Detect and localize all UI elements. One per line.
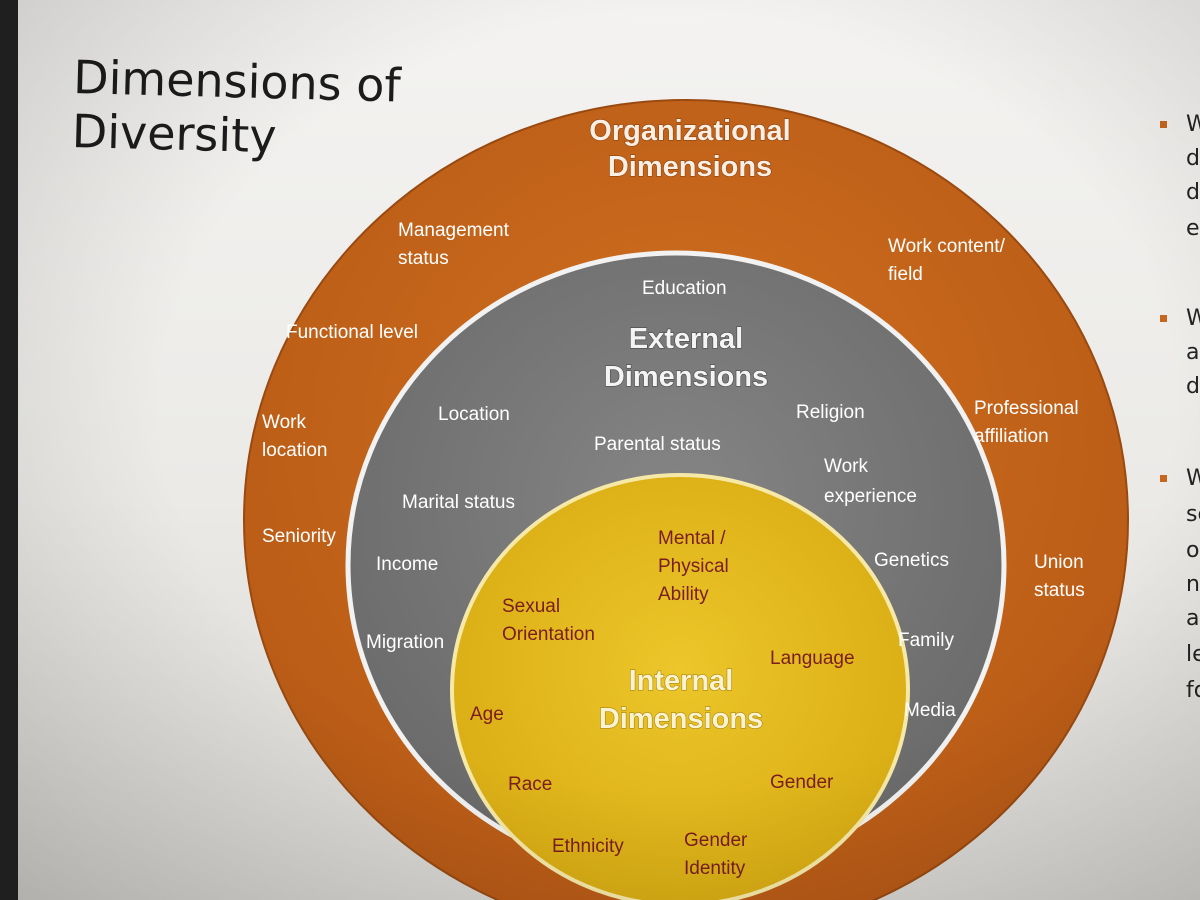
internal-item: Language xyxy=(770,648,855,669)
organizational-item: Work content/field xyxy=(888,236,1006,285)
organizational-item: Functional level xyxy=(286,322,418,343)
internal-item: Gender xyxy=(770,772,834,793)
side-bullet-text: W xyxy=(1186,112,1200,137)
side-bullet-text: ot xyxy=(1186,538,1200,563)
external-item: Parental status xyxy=(594,434,721,455)
side-bullet-text: d xyxy=(1186,180,1200,205)
side-bullet-text: W xyxy=(1186,466,1200,491)
internal-circle xyxy=(450,473,910,900)
side-bullet-text: ne xyxy=(1186,572,1200,597)
side-bullet-text: e xyxy=(1186,216,1200,241)
side-bullet-text: fo xyxy=(1186,678,1200,703)
internal-item: Age xyxy=(470,704,504,725)
organizational-item: Seniority xyxy=(262,526,336,547)
external-item: Media xyxy=(904,700,956,721)
external-item: Family xyxy=(898,630,954,651)
internal-item: Ethnicity xyxy=(552,836,624,857)
external-item: Migration xyxy=(366,632,444,653)
external-item: Education xyxy=(642,278,727,299)
side-bullet-text: sc xyxy=(1186,502,1200,527)
external-item: Income xyxy=(376,554,438,575)
external-item: Marital status xyxy=(402,492,515,513)
bullet-marker-icon xyxy=(1160,475,1167,482)
external-item: Genetics xyxy=(874,550,949,571)
side-bullet-text: lea xyxy=(1186,642,1200,667)
external-item: Location xyxy=(438,404,510,425)
bullet-marker-icon xyxy=(1160,121,1167,128)
side-bullet-text: W xyxy=(1186,306,1200,331)
side-bullet-text: d xyxy=(1186,146,1200,171)
external-item: Religion xyxy=(796,402,865,423)
bullet-marker-icon xyxy=(1160,315,1167,322)
side-bullet-text: d xyxy=(1186,374,1200,399)
side-bullet-text: a xyxy=(1186,340,1200,365)
side-bullet-text: ar xyxy=(1186,606,1200,631)
side-bullet-list: W d d e W a d W sc ot ne ar lea fo xyxy=(1158,0,1200,900)
internal-item: Race xyxy=(508,774,552,795)
